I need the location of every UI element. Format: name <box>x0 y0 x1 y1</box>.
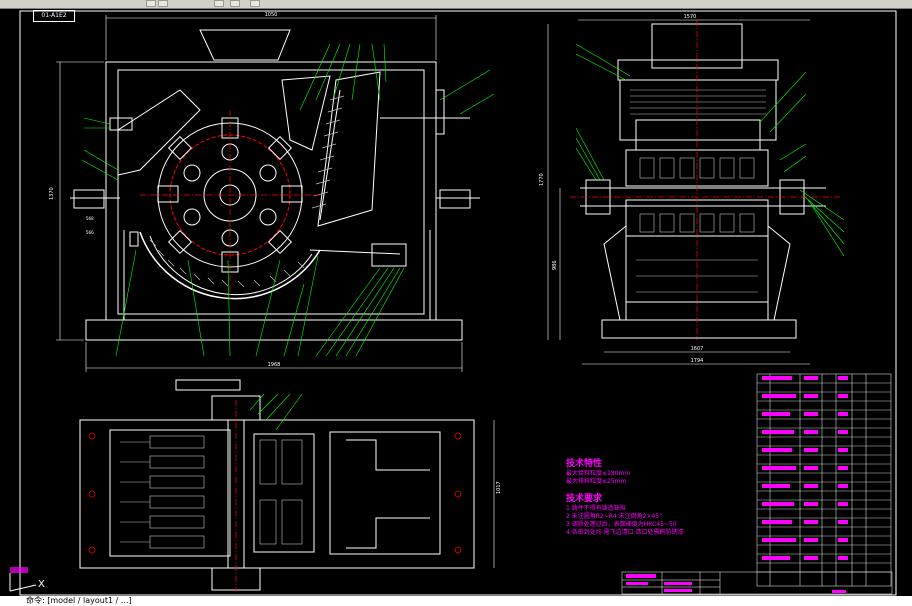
dim-plan-height: 1017 <box>496 481 502 494</box>
tech-req-line: 3 调质处理过后，表面硬度为HRC45~50 <box>566 521 677 528</box>
front-dimension-lines <box>56 15 463 372</box>
side-view-hatching <box>630 89 766 293</box>
technical-notes: 技术特性 最大给料粒度≤180mm 最大排料粒度≤25mm 技术要求 1 铸件不… <box>566 460 684 537</box>
dim-bottom-width: 1968 <box>268 362 281 368</box>
impact-plate-teeth <box>311 95 345 209</box>
plan-view <box>79 379 475 591</box>
front-leaders <box>81 43 495 357</box>
dim-side-height: 1770 <box>539 173 545 186</box>
dim-left-height: 1370 <box>49 187 55 200</box>
plan-bolt-holes <box>88 400 462 592</box>
parts-list-text-marks <box>762 376 848 560</box>
parts-list-rows <box>757 382 891 573</box>
ucs-icon: X <box>9 567 45 592</box>
dim-side-bottom-inner: 1607 <box>691 346 704 352</box>
plan-leaders <box>249 393 303 431</box>
side-view <box>580 23 826 339</box>
title-block <box>621 571 893 595</box>
title-block-marks <box>626 574 846 593</box>
svg-text:X: X <box>38 579 45 590</box>
parts-list-table <box>756 373 892 587</box>
toolbar-button[interactable] <box>146 0 156 7</box>
side-centerlines <box>570 20 840 340</box>
toolbar-strip <box>0 0 912 9</box>
toolbar-button[interactable] <box>158 0 168 7</box>
tech-req-line: 2 未注圆角R2~R4 未注倒角2×45° <box>566 513 663 520</box>
toolbar-button[interactable] <box>250 0 260 7</box>
command-line[interactable]: 命令: [model / layout1 / ...] <box>0 596 912 606</box>
drawing-canvas[interactable]: 1050 1370 1968 568 566 <box>0 8 912 596</box>
side-dimension-lines <box>547 19 810 365</box>
dim-top-width: 1050 <box>265 12 278 18</box>
toolbar-button[interactable] <box>214 0 224 7</box>
dim-side-bottom-outer: 1794 <box>691 358 704 364</box>
tech-req-line: 4 各密封处均 需飞边清口 清口处需刷防锈漆 <box>566 529 684 536</box>
tech-char-line: 最大给料粒度≤180mm <box>566 470 631 477</box>
plan-hammer-rows <box>120 435 303 549</box>
side-leaders <box>575 43 845 257</box>
front-view <box>70 29 480 341</box>
dim-left-a: 568 <box>86 216 94 221</box>
tech-req-line: 1 铸件不得有铸造缺陷 <box>566 505 626 512</box>
front-centerlines <box>140 110 320 300</box>
tech-req-title: 技术要求 <box>566 494 603 504</box>
dim-left-b: 566 <box>86 230 94 235</box>
tech-char-line: 最大排料粒度≤25mm <box>566 478 627 485</box>
tech-char-title: 技术特性 <box>566 459 603 469</box>
dim-side-height-lower: 986 <box>552 260 558 270</box>
drawing-border <box>19 10 897 596</box>
dim-side-top: 1570 <box>684 14 697 20</box>
toolbar-button[interactable] <box>230 0 240 7</box>
